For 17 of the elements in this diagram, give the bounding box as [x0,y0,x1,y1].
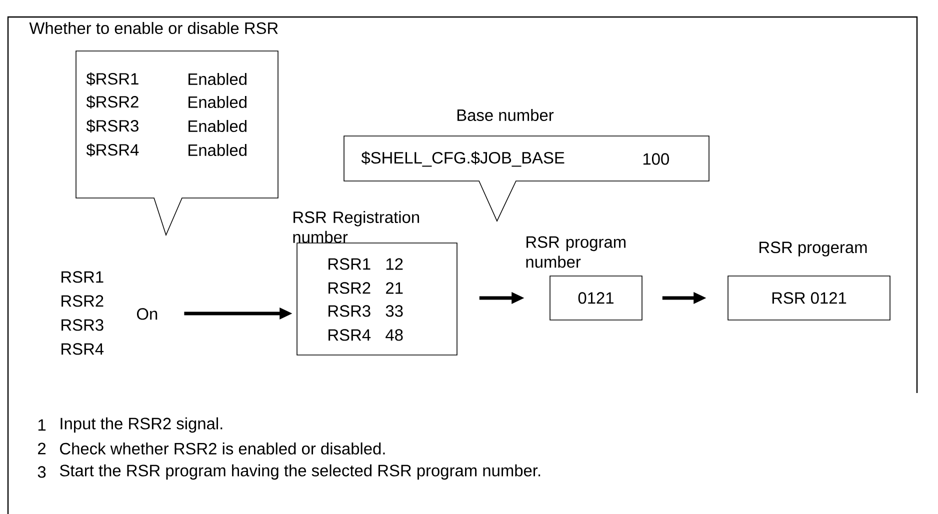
table-box: RSR1 12 RSR2 21 RSR3 33 RSR4 48 [296,242,458,356]
step-number: 1 [38,419,46,431]
signal-list: RSR1 RSR2 RSR3 RSR4 [62,271,104,355]
process-box: RSR 0121 [728,276,890,320]
step-number: 3 [38,466,46,478]
callout-box: $RSR1 Enabled $RSR2 Enabled $RSR3 Enabled $RSR4 Enabled [76,50,278,236]
process-box: 0121 [550,276,642,320]
box-caption: RSR Registration number [293,211,420,243]
signal-state: On [137,308,158,320]
step-text: Check whether RSR2 is enabled or disabled. [60,442,385,455]
box-caption: RSR program number [526,236,626,268]
step-text: Input the RSR2 signal. [60,417,222,433]
box-caption: Base number [457,108,554,122]
step-text: Start the RSR program having the selected RSR program number. [60,464,540,480]
title: Whether to enable or disable RSR [29,22,278,34]
step-number: 2 [38,442,46,454]
box-caption: RSR progeram [760,242,867,256]
